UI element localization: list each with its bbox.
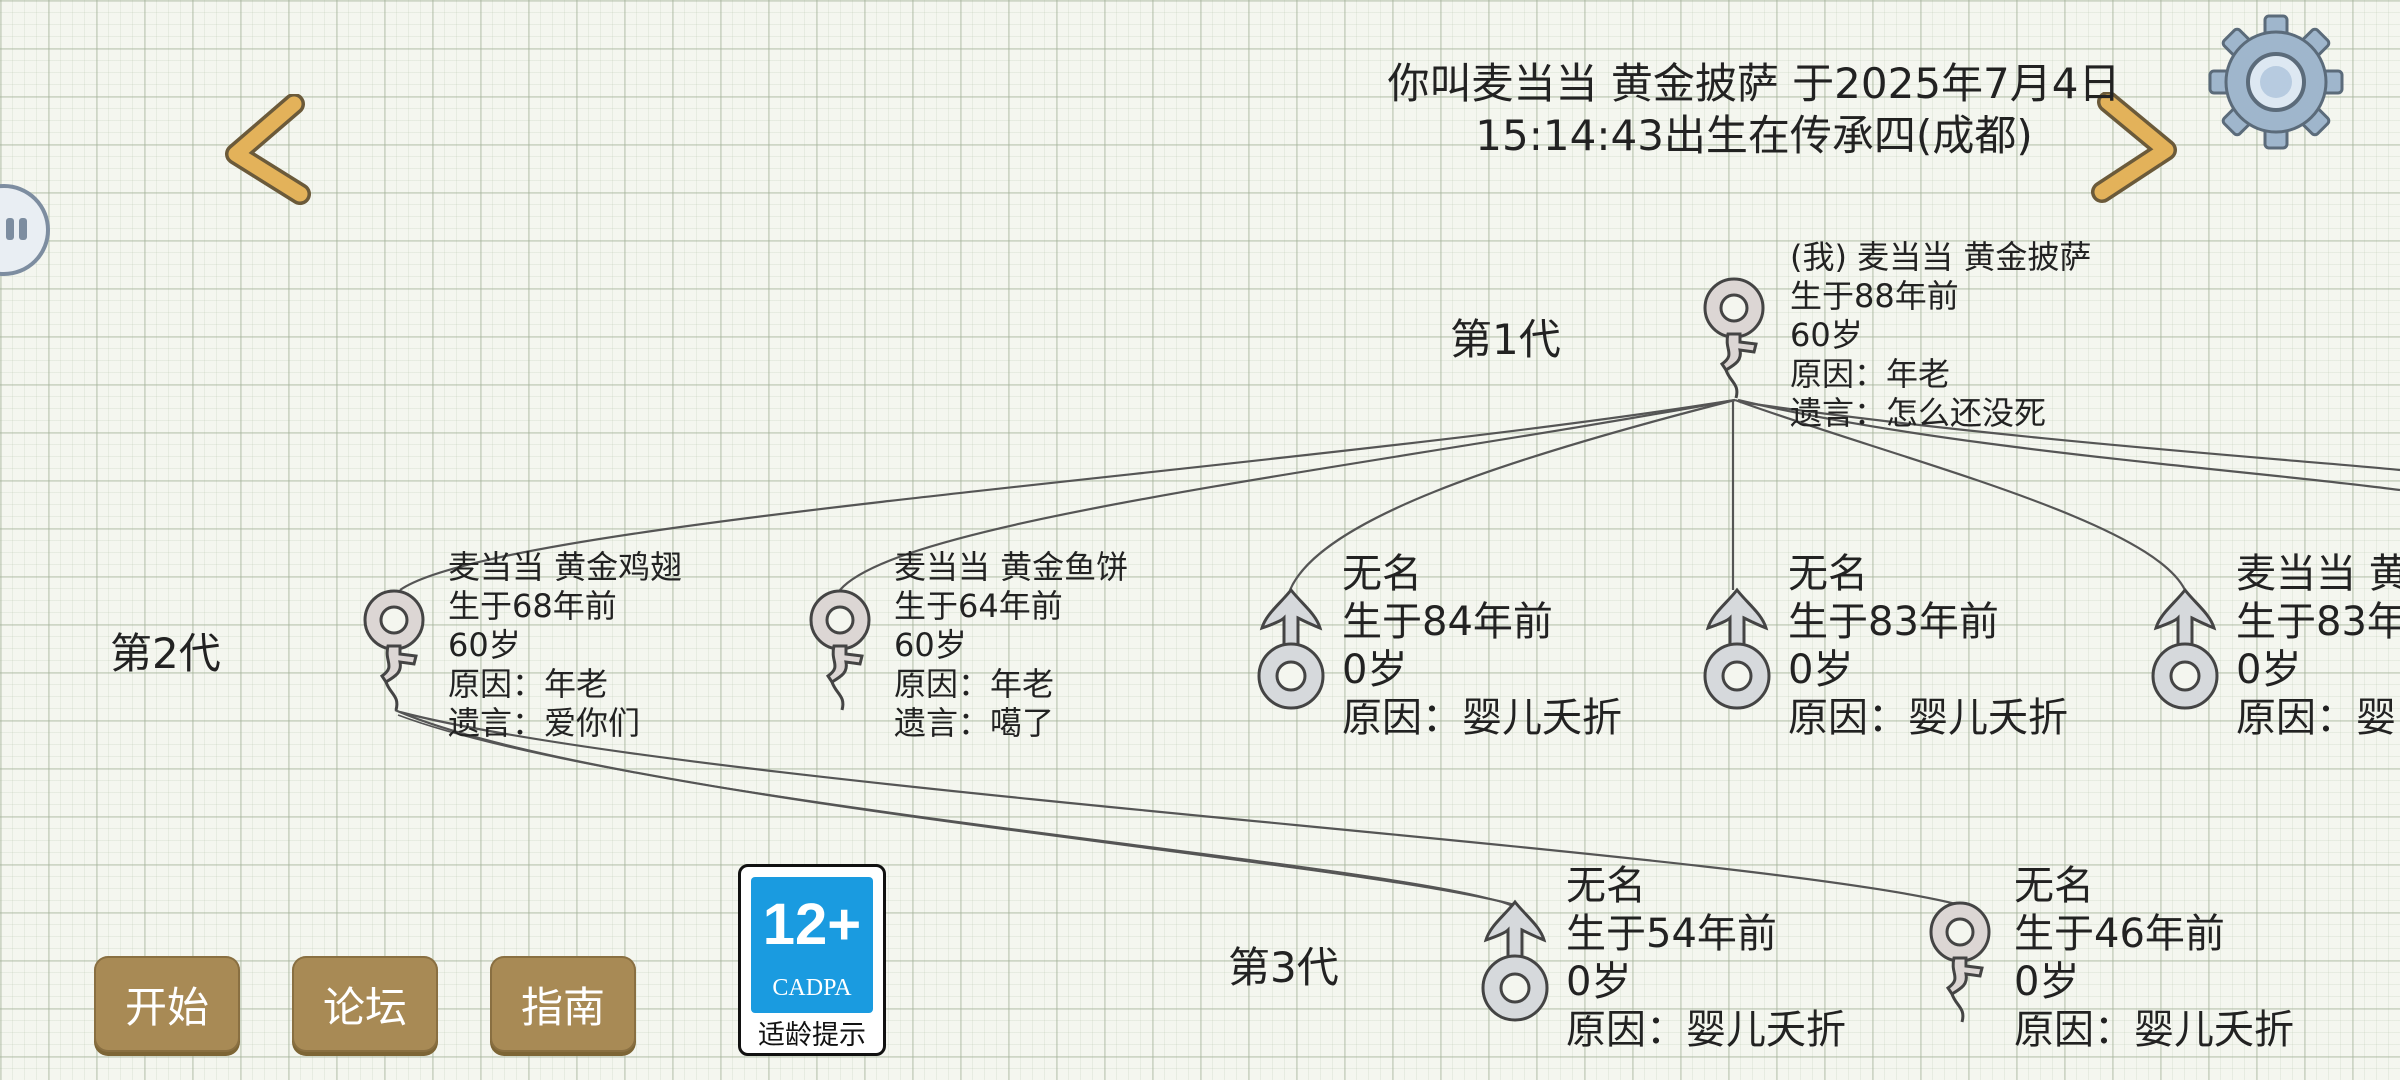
member-born: 生于54年前 xyxy=(1566,911,1777,957)
member-cause: 原因：婴儿夭折 xyxy=(1342,695,1622,741)
age-rating-tip: 适龄提示 xyxy=(758,1020,866,1051)
female-icon[interactable] xyxy=(1922,896,1998,1026)
member-born: 生于46年前 xyxy=(2014,911,2225,957)
member-born: 生于64年前 xyxy=(894,587,1063,625)
member-g2-1-info[interactable]: 麦当当 黄金鸡翅 生于68年前 60岁 原因：年老 遗言：爱你们 xyxy=(448,548,682,743)
gear-icon[interactable] xyxy=(2206,12,2346,152)
member-g3-2-info[interactable]: 无名 生于46年前 0岁 原因：婴儿夭折 xyxy=(2014,862,2294,1054)
member-age: 60岁 xyxy=(1790,316,1863,354)
age-rating-value: 12+ xyxy=(762,892,862,957)
member-age: 0岁 xyxy=(1788,647,1854,693)
generation-1-label: 第1代 xyxy=(1450,315,1561,364)
member-cause: 原因：婴儿夭折 xyxy=(1788,695,2068,741)
member-g3-1-info[interactable]: 无名 生于54年前 0岁 原因：婴儿夭折 xyxy=(1566,862,1846,1054)
member-name: 麦当当 黄 xyxy=(2236,551,2400,597)
female-icon[interactable] xyxy=(356,584,432,714)
member-age: 60岁 xyxy=(448,626,521,664)
member-name: 无名 xyxy=(1342,551,1422,597)
member-age: 0岁 xyxy=(1566,959,1632,1005)
back-arrow-button[interactable] xyxy=(222,94,314,206)
member-born: 生于68年前 xyxy=(448,587,617,625)
member-born: 生于88年前 xyxy=(1790,277,1959,315)
member-g2-3-info[interactable]: 无名 生于84年前 0岁 原因：婴儿夭折 xyxy=(1342,550,1622,742)
female-icon[interactable] xyxy=(1696,272,1772,402)
member-name: 麦当当 黄金鱼饼 xyxy=(894,548,1129,586)
age-rating-org: CADPA xyxy=(772,975,852,1001)
member-born: 生于84年前 xyxy=(1342,599,1553,645)
member-lastwords: 遗言：怎么还没死 xyxy=(1790,394,2047,432)
member-name: 无名 xyxy=(2014,863,2094,909)
member-g2-4-info[interactable]: 无名 生于83年前 0岁 原因：婴儿夭折 xyxy=(1788,550,2068,742)
male-icon[interactable] xyxy=(1696,584,1778,712)
member-born: 生于83年 xyxy=(2236,599,2400,645)
member-age: 0岁 xyxy=(1342,647,1408,693)
member-born: 生于83年前 xyxy=(1788,599,1999,645)
member-me-info[interactable]: (我) 麦当当 黄金披萨 生于88年前 60岁 原因：年老 遗言：怎么还没死 xyxy=(1790,238,2091,433)
member-cause: 原因：年老 xyxy=(448,665,609,703)
birth-info-line2: 15:14:43出生在传承四(成都) xyxy=(1475,111,2033,160)
member-g2-2-info[interactable]: 麦当当 黄金鱼饼 生于64年前 60岁 原因：年老 遗言：噶了 xyxy=(894,548,1128,743)
member-name: 无名 xyxy=(1566,863,1646,909)
female-icon[interactable] xyxy=(802,584,878,714)
generation-2-label: 第2代 xyxy=(110,629,221,678)
member-name: (我) 麦当当 黄金披萨 xyxy=(1790,238,2092,276)
member-cause: 原因：婴儿夭折 xyxy=(2014,1007,2294,1053)
birth-info-line1: 你叫麦当当 黄金披萨 于2025年7月4日 xyxy=(1387,59,2121,108)
member-g2-5-info[interactable]: 麦当当 黄 生于83年 0岁 原因：婴 xyxy=(2236,550,2400,742)
member-lastwords: 遗言：爱你们 xyxy=(448,704,641,742)
member-age: 0岁 xyxy=(2014,959,2080,1005)
male-icon[interactable] xyxy=(1250,584,1332,712)
age-rating-badge[interactable]: 12+ CADPA 适龄提示 xyxy=(738,864,886,1056)
forward-arrow-button[interactable] xyxy=(2088,92,2180,204)
member-cause: 原因：婴 xyxy=(2236,695,2396,741)
guide-button[interactable]: 指南 xyxy=(490,956,636,1052)
pause-icon[interactable] xyxy=(0,180,52,280)
member-name: 麦当当 黄金鸡翅 xyxy=(448,548,683,586)
generation-3-label: 第3代 xyxy=(1228,943,1339,992)
start-button[interactable]: 开始 xyxy=(94,956,240,1052)
member-age: 60岁 xyxy=(894,626,967,664)
member-age: 0岁 xyxy=(2236,647,2302,693)
male-icon[interactable] xyxy=(2144,584,2226,712)
member-cause: 原因：年老 xyxy=(1790,355,1951,393)
member-cause: 原因：年老 xyxy=(894,665,1055,703)
member-lastwords: 遗言：噶了 xyxy=(894,704,1055,742)
forum-button[interactable]: 论坛 xyxy=(292,956,438,1052)
age-rating-panel: 12+ CADPA xyxy=(751,877,873,1013)
male-icon[interactable] xyxy=(1474,896,1556,1024)
member-name: 无名 xyxy=(1788,551,1868,597)
member-cause: 原因：婴儿夭折 xyxy=(1566,1007,1846,1053)
